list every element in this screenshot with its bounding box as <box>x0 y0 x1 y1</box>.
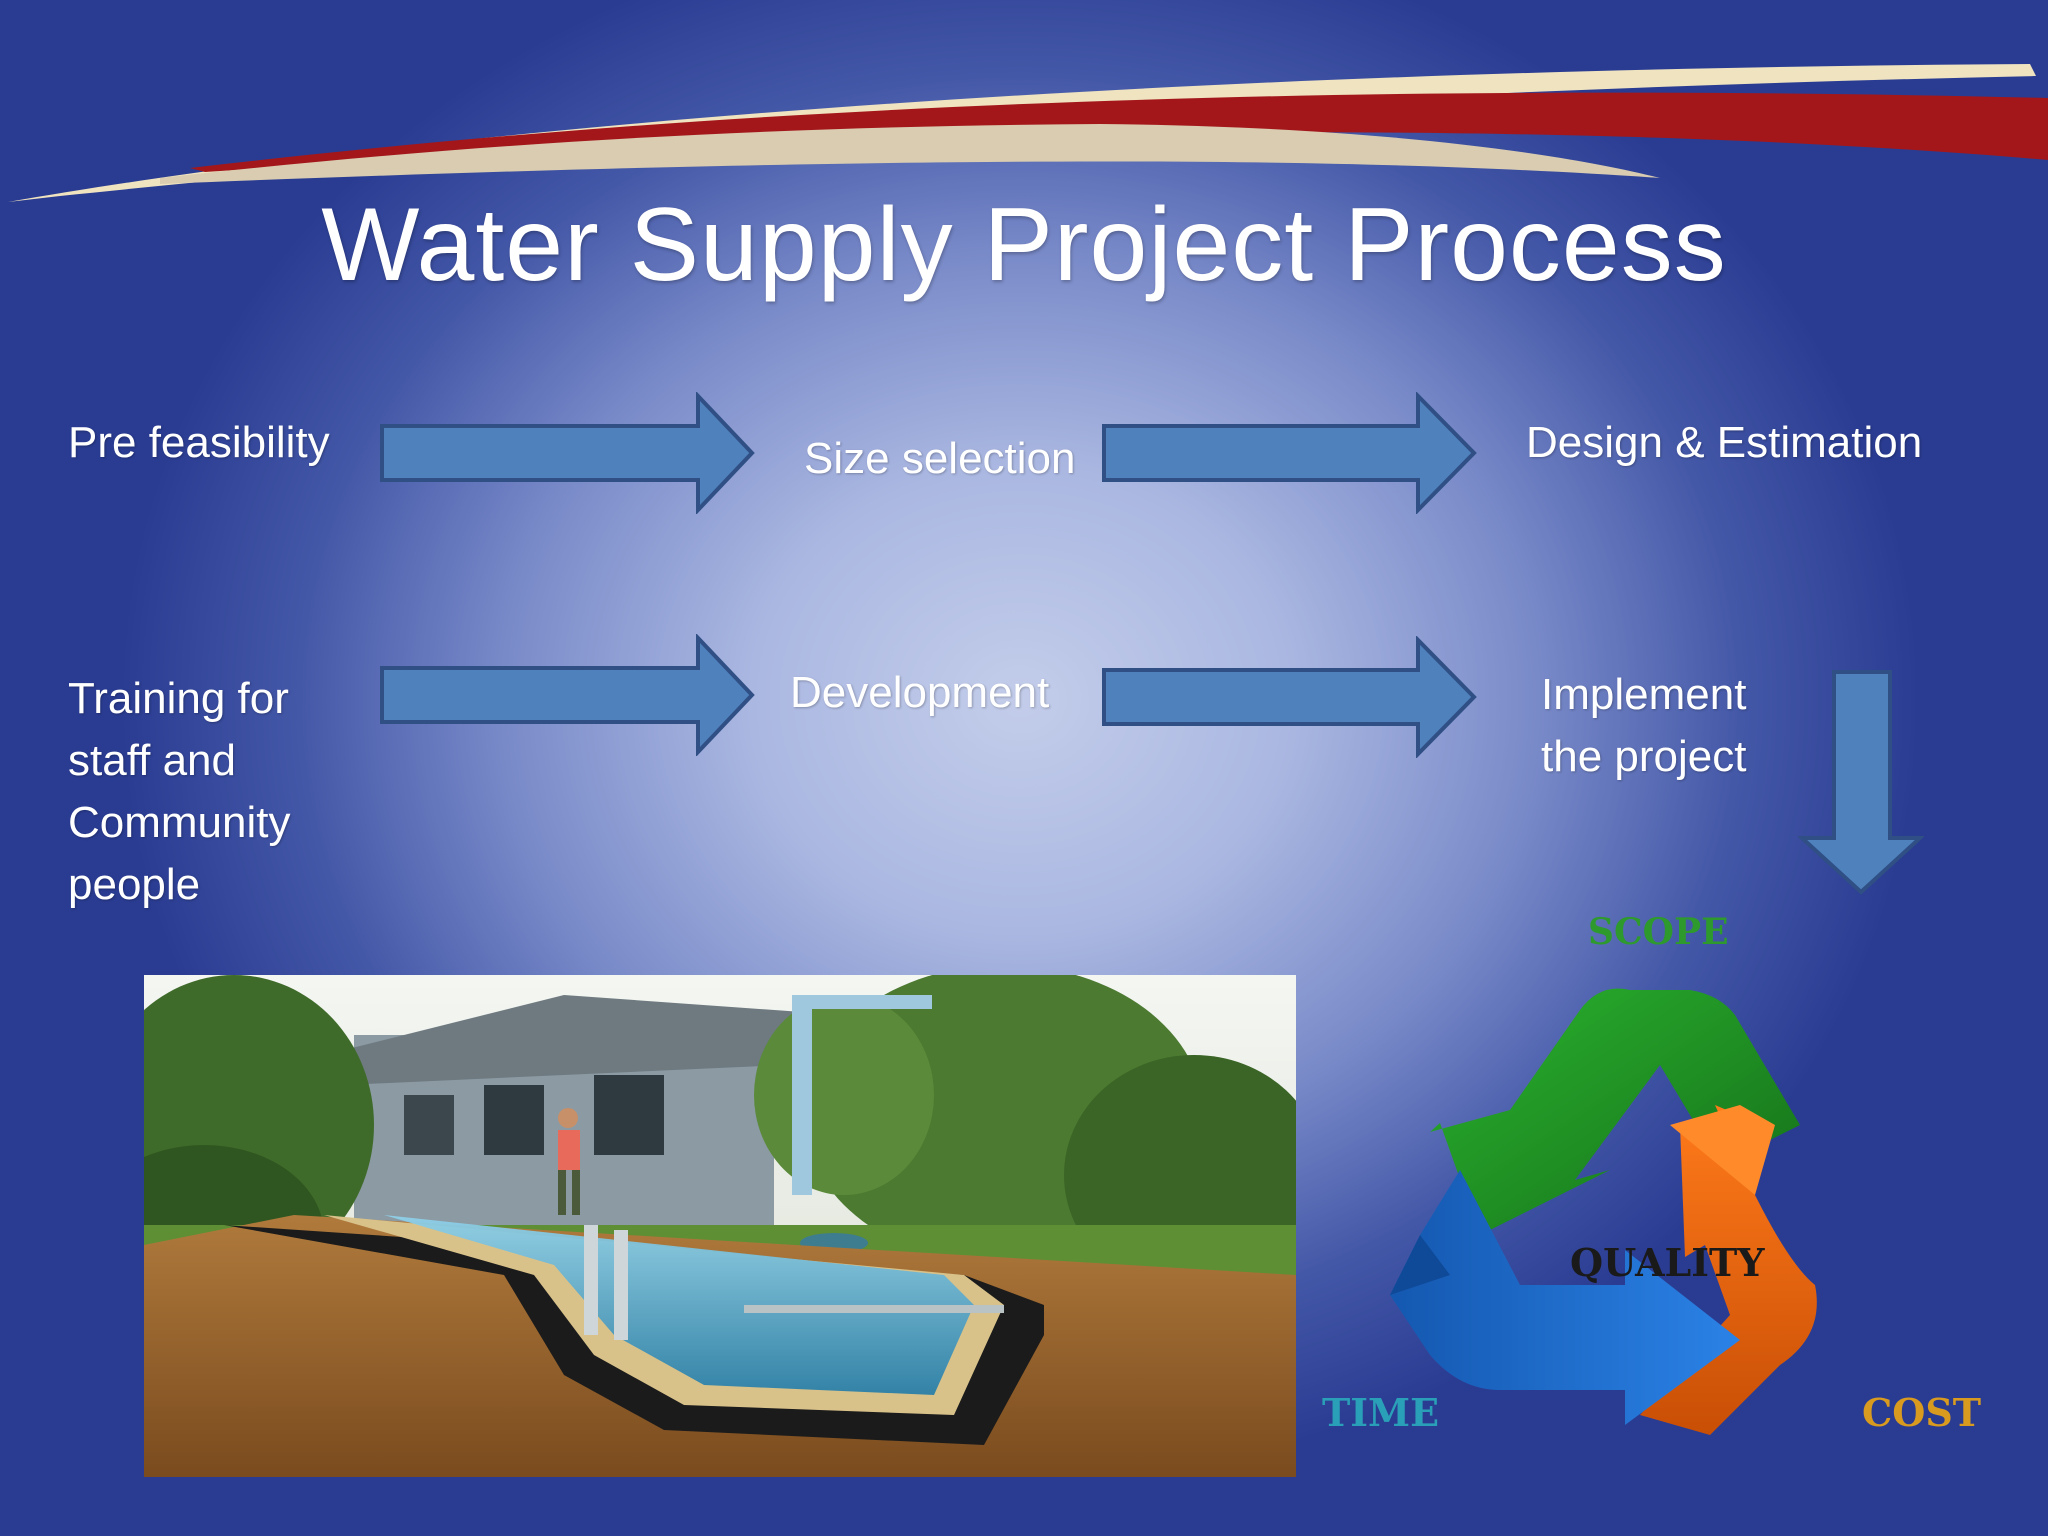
step-design-estimation: Design & Estimation <box>1526 418 1923 467</box>
slide-title: Water Supply Project Process <box>321 187 1727 303</box>
step-training-line-1: Training for <box>68 674 289 723</box>
triangle-label-time: TIME <box>1322 1390 1440 1435</box>
step-implement: Implement the project <box>1541 664 1746 788</box>
step-training-line-3: Community <box>68 798 291 847</box>
down-arrow-icon <box>1798 670 1924 895</box>
step-implement-line-2: the project <box>1541 732 1747 781</box>
header-swoosh-decoration <box>8 64 2048 202</box>
step-training-line-2: staff and <box>68 736 236 785</box>
triangle-label-scope: SCOPE <box>1588 911 1729 953</box>
step-training: Training for staff and Community people <box>68 668 291 916</box>
flow-arrow-4-icon <box>1102 636 1477 758</box>
project-triangle-diagram: SCOPE QUALITY TIME COST <box>1310 895 1981 1515</box>
triangle-label-cost: COST <box>1862 1390 1982 1435</box>
step-pre-feasibility: Pre feasibility <box>68 418 330 467</box>
step-size-selection: Size selection <box>804 434 1076 483</box>
step-development: Development <box>790 668 1050 717</box>
flow-arrow-1-icon <box>380 392 755 514</box>
recycle-triangle-icon <box>1390 988 1817 1435</box>
step-training-line-4: people <box>68 860 201 909</box>
rainwater-harvesting-illustration <box>144 975 1296 1477</box>
triangle-label-quality: QUALITY <box>1570 1240 1765 1285</box>
flow-arrow-2-icon <box>1102 392 1477 514</box>
flow-arrow-3-icon <box>380 634 755 756</box>
step-implement-line-1: Implement <box>1541 670 1747 719</box>
